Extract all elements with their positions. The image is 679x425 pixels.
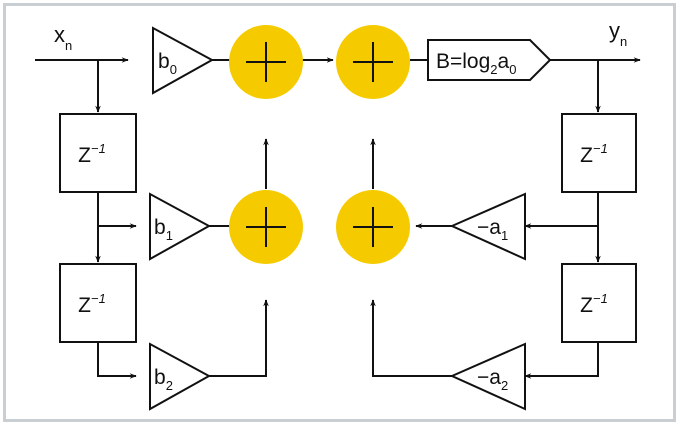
svg-text:b0: b0: [158, 50, 177, 77]
svg-text:−a1: −a1: [477, 216, 508, 243]
wire-delay2-b2: [97, 342, 137, 379]
gain-b2-main: b: [154, 366, 166, 389]
delay-exp: −1: [91, 141, 106, 156]
input-label-sub: n: [65, 38, 72, 53]
gain-b1: b1: [149, 192, 212, 261]
shift-sub1: 2: [490, 62, 497, 77]
gain-b2: b2: [149, 342, 212, 411]
gain-b1-sub: 1: [166, 228, 173, 243]
plus-icon: [246, 207, 286, 247]
wire-a2-adderD: [370, 299, 452, 377]
gain-b2-sub: 2: [166, 378, 173, 393]
delay-block-2: Z−1: [59, 263, 137, 343]
shift-mid: a: [498, 50, 510, 73]
signal-wires: [35, 57, 641, 379]
shift-sub2: 0: [509, 62, 516, 77]
shift-block: B=log2a0: [427, 39, 552, 81]
shift-pre: B=log: [436, 50, 490, 73]
svg-text:Z−1: Z−1: [580, 141, 608, 167]
svg-text:Z−1: Z−1: [78, 291, 106, 317]
gain-a2-sub: 2: [501, 378, 508, 393]
delay-label: Z: [580, 144, 593, 167]
svg-text:B=log2a0: B=log2a0: [436, 50, 516, 77]
gain-a2: −a2: [449, 342, 526, 411]
svg-text:Z−1: Z−1: [78, 141, 106, 167]
plus-icon: [353, 207, 393, 247]
gain-b0-main: b: [158, 50, 170, 73]
delay-label: Z: [78, 294, 91, 317]
wire-b2-adderC: [209, 299, 269, 377]
gain-a2-main: −a: [477, 366, 501, 389]
wire-delay4-a2: [524, 342, 599, 379]
svg-text:−a2: −a2: [477, 366, 508, 393]
input-label: xn: [54, 22, 72, 53]
svg-text:Z−1: Z−1: [580, 291, 608, 317]
svg-text:b1: b1: [154, 216, 173, 243]
output-label-main: y: [609, 18, 620, 43]
adder-c: [229, 190, 303, 264]
delay-label: Z: [78, 144, 91, 167]
delay-exp: −1: [593, 291, 608, 306]
adder-b: [336, 25, 410, 99]
gain-a1-main: −a: [477, 216, 501, 239]
delay-exp: −1: [91, 291, 106, 306]
delay-block-4: Z−1: [561, 263, 637, 343]
gain-b0: b0: [152, 26, 215, 95]
gain-a1: −a1: [449, 192, 526, 261]
output-label-sub: n: [620, 34, 627, 49]
adder-d: [336, 190, 410, 264]
gain-b1-main: b: [154, 216, 166, 239]
delay-label: Z: [580, 294, 593, 317]
plus-icon: [246, 42, 286, 82]
adder-a: [229, 25, 303, 99]
gain-b0-sub: 0: [170, 62, 177, 77]
delay-block-1: Z−1: [59, 113, 137, 193]
delay-block-3: Z−1: [561, 113, 637, 193]
output-label: yn: [609, 18, 627, 49]
gain-a1-sub: 1: [501, 228, 508, 243]
svg-text:b2: b2: [154, 366, 173, 393]
plus-icon: [353, 42, 393, 82]
input-label-main: x: [54, 22, 65, 47]
delay-exp: −1: [593, 141, 608, 156]
